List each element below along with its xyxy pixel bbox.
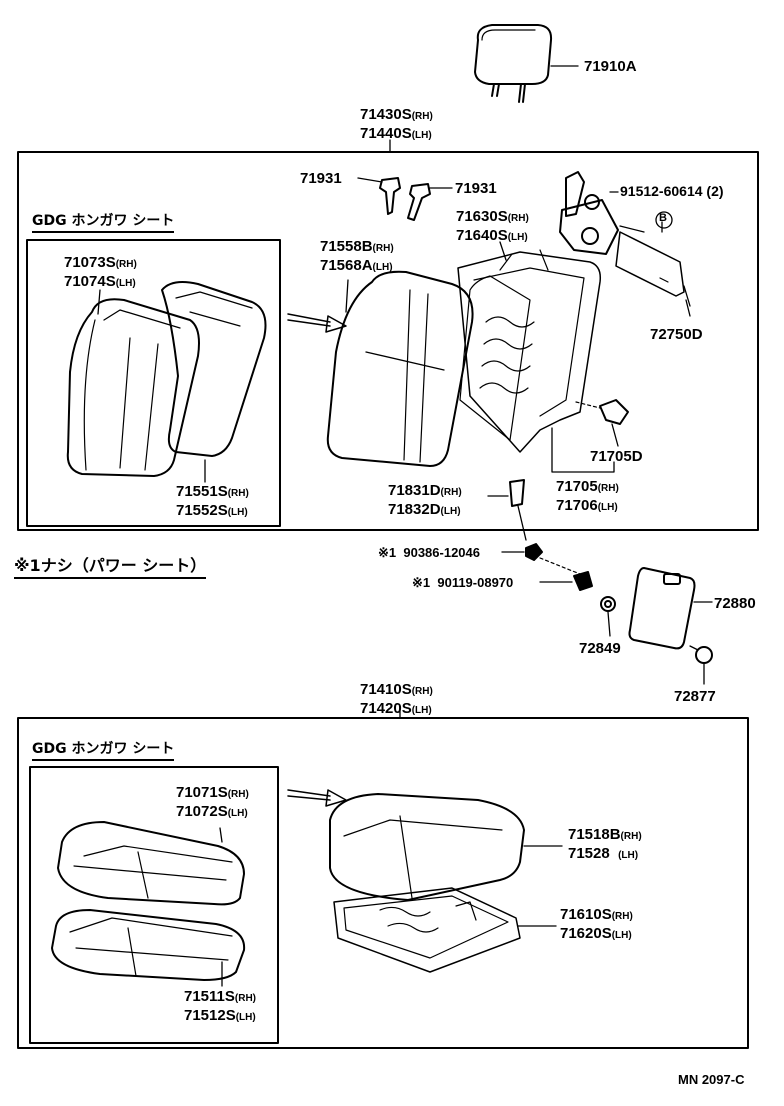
back-cover-set-drawing (66, 281, 267, 483)
bracket-drawing (487, 479, 527, 541)
headrest-label: 71910A (584, 58, 637, 75)
headrest-support-1-label: 71931 (300, 170, 342, 187)
clip-72849-label: 72849 (579, 640, 621, 657)
back-frame-drawing (457, 241, 602, 453)
cushion-frame-drawing (333, 887, 557, 973)
lower-assembly-box (17, 717, 749, 1049)
upper-assembly-box (17, 151, 759, 531)
headrest-drawing (474, 24, 579, 103)
bolt-label: 91512-60614 (2) (620, 183, 724, 199)
cushion-box-title: GDG ホンガワ シート (32, 738, 175, 761)
nut-label: ※1 90386-12046 (378, 545, 480, 560)
cushion-leather-set-label: 71511S(RH) 71512S(LH) (184, 988, 256, 1024)
bolt-ref-label: B (659, 212, 667, 224)
headrest-support-2-label: 71931 (455, 180, 497, 197)
footer-code: MN 2097-C (678, 1072, 745, 1087)
back-hinge-drawing (551, 399, 629, 473)
recliner-drawing (559, 171, 691, 317)
back-hinge-label: 71705D (590, 448, 643, 465)
cushion-cover-label: 71518B(RH) 71528 (LH) (568, 826, 642, 862)
cushion-cover-drawing (329, 793, 563, 901)
cover-72880-drawing (628, 567, 713, 650)
cushion-cover-set-label: 71071S(RH) 71072S(LH) (176, 784, 249, 820)
bracket-label: 71831D(RH) 71832D(LH) (388, 482, 462, 518)
arrow-lower (287, 789, 347, 807)
knob-72877-label: 72877 (674, 688, 716, 705)
fasteners-drawing (501, 543, 593, 591)
recliner-cover-label: 72750D (650, 326, 703, 343)
knob-72877-drawing (689, 645, 713, 685)
back-leather-box (26, 239, 281, 527)
back-hinge-set-label: 71705(RH) 71706(LH) (556, 478, 619, 514)
back-leather-set-label: 71551S(RH) 71552S(LH) (176, 483, 249, 519)
cushion-frame-label: 71610S(RH) 71620S(LH) (560, 906, 633, 942)
cushion-leather-box (29, 766, 279, 1044)
back-cover-set-label: 71073S(RH) 71074S(LH) (64, 254, 137, 290)
arrow-upper (287, 313, 347, 333)
cover-72880-label: 72880 (714, 595, 756, 612)
cushion-cover-set-drawing (51, 821, 246, 987)
lower-assembly-label: 71410S(RH) 71420S(LH) (360, 681, 433, 717)
back-cover-drawing (326, 270, 474, 467)
clip-72849-drawing (600, 596, 616, 637)
headrest-supports-drawing (357, 177, 453, 221)
screw-label: ※1 90119-08970 (412, 575, 514, 590)
back-cover-label: 71558B(RH) 71568A(LH) (320, 238, 394, 274)
power-seat-note: ※1ナシ（パワー シート） (14, 552, 207, 579)
back-frame-label: 71630S(RH) 71640S(LH) (456, 208, 529, 244)
upper-assembly-label: 71430S(RH) 71440S(LH) (360, 106, 433, 142)
back-box-title: GDG ホンガワ シート (32, 210, 175, 233)
